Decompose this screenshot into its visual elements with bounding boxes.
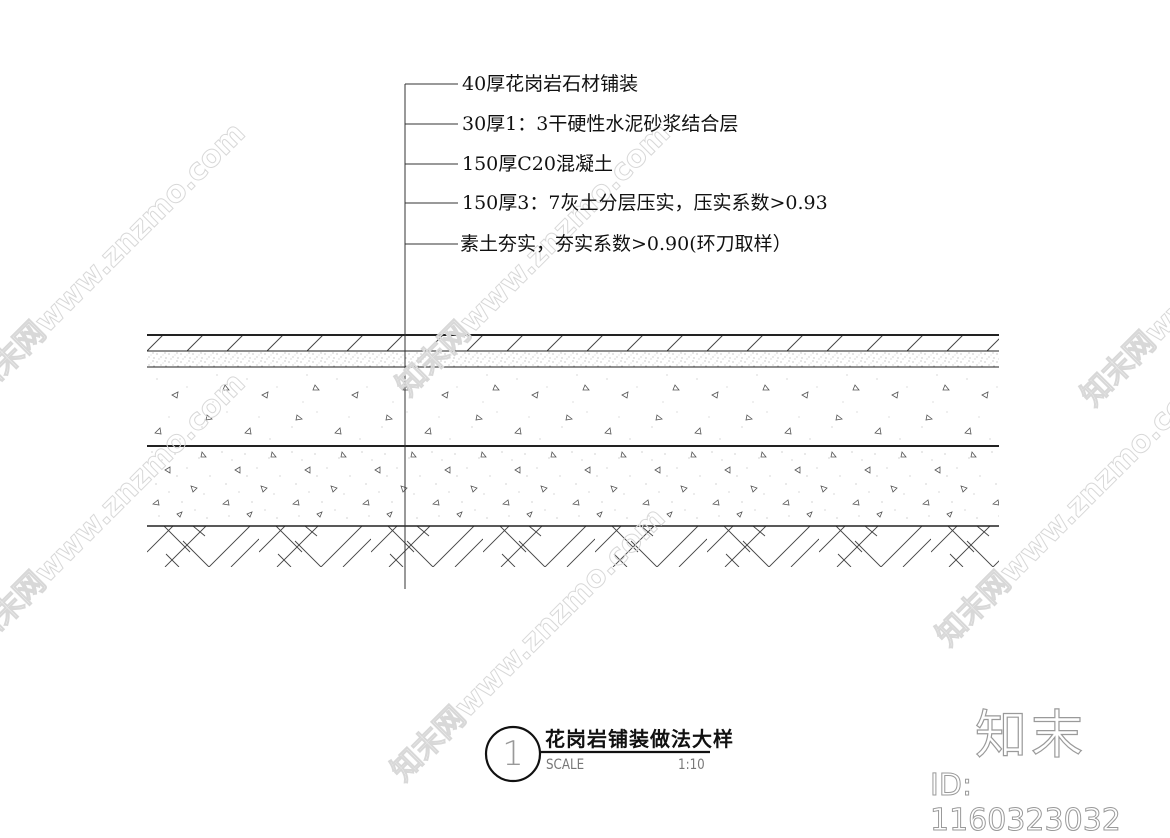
brand-logo: 知末 bbox=[974, 705, 1088, 766]
scale-value: 1:10 bbox=[678, 757, 705, 773]
scale-label: SCALE bbox=[546, 757, 585, 773]
layer-boundary-lines bbox=[147, 334, 999, 527]
callout-concrete: 150厚C20混凝土 bbox=[462, 153, 613, 175]
drawing-title: 花岗岩铺装做法大样 bbox=[545, 727, 734, 751]
callout-compacted-earth: 素土夯实，夯实系数>0.90(环刀取样） bbox=[460, 233, 792, 255]
concrete-layer bbox=[147, 367, 999, 446]
detail-marker bbox=[484, 725, 710, 783]
leader-line bbox=[404, 83, 458, 589]
detail-number: 1 bbox=[502, 734, 524, 774]
compacted-earth-layer bbox=[147, 526, 999, 567]
mortar-layer bbox=[147, 351, 999, 367]
callout-mortar: 30厚1：3干硬性水泥砂浆结合层 bbox=[462, 113, 739, 135]
lime-soil-layer bbox=[147, 446, 999, 526]
image-id: ID: 1160323032 bbox=[930, 768, 1122, 838]
callout-lime-soil: 150厚3：7灰土分层压实，压实系数>0.93 bbox=[462, 192, 828, 214]
granite-layer bbox=[147, 335, 999, 351]
callout-granite: 40厚花岗岩石材铺装 bbox=[462, 73, 639, 95]
